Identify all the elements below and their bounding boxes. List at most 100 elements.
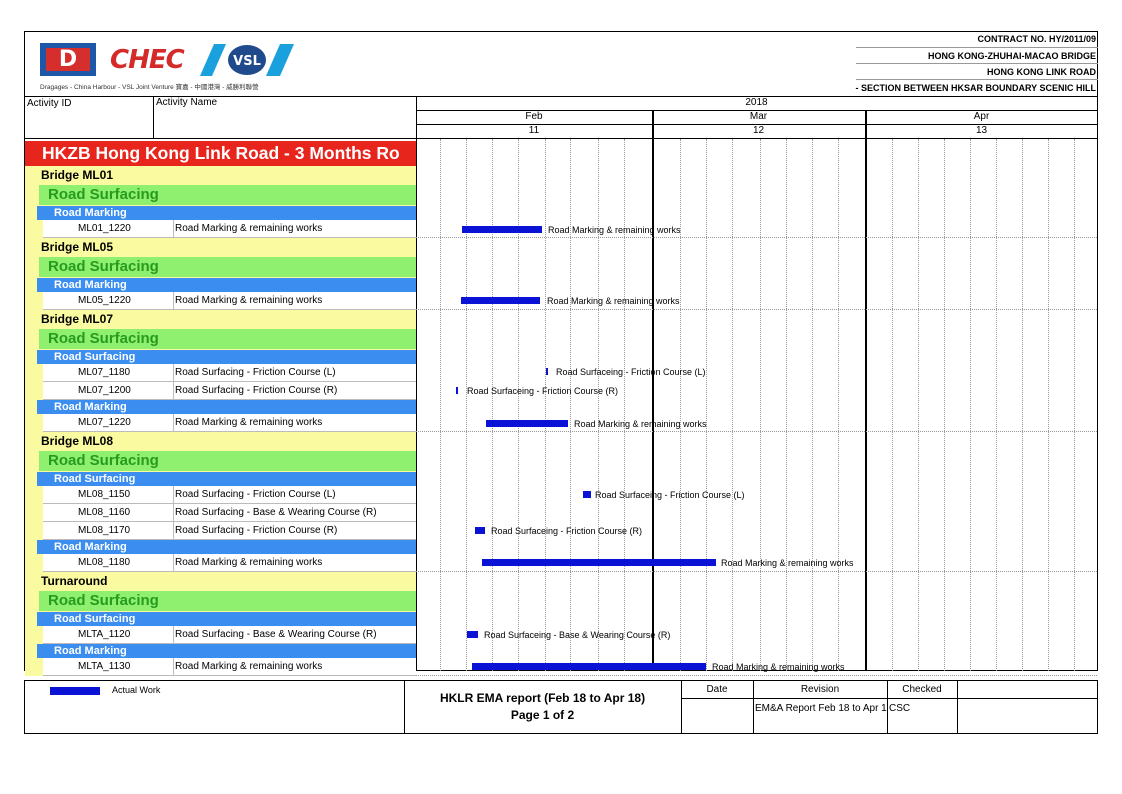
chec-logo: CHEC <box>110 45 185 75</box>
actual-work-bar <box>583 491 591 498</box>
group-label: Road Surfacing <box>39 257 416 277</box>
bar-label: Road Marking & remaining works <box>548 225 681 235</box>
week-11: 11 <box>528 125 540 136</box>
footer-frame <box>24 680 1098 734</box>
actual-work-bar <box>486 420 568 427</box>
subgroup-label: Road Surfacing <box>37 350 416 364</box>
group-label: Road Surfacing <box>39 591 416 611</box>
activity-id-header: Activity ID <box>27 98 72 109</box>
bridge-row: Bridge ML01 <box>25 166 416 184</box>
subgroup-label: Road Surfacing <box>37 612 416 626</box>
subgroup-label: Road Marking <box>37 644 416 658</box>
group-row: Road Surfacing <box>25 184 416 206</box>
grid-line <box>680 139 681 671</box>
row-separator <box>416 309 1097 310</box>
activity-id: ML07_1220 <box>78 417 131 428</box>
grid-line <box>786 139 787 671</box>
activity-name: Road Marking & remaining works <box>173 414 434 432</box>
revision-label: Revision <box>800 684 840 695</box>
month-apr: Apr <box>973 111 990 122</box>
activity-name: Road Marking & remaining works <box>173 658 434 676</box>
grid-line <box>598 139 599 671</box>
grid-line <box>1022 139 1023 671</box>
subgroup-row: Road Marking <box>25 400 416 414</box>
subgroup-row: Road Marking <box>25 206 416 220</box>
subgroup-label: Road Marking <box>37 278 416 292</box>
bridge-row: Bridge ML05 <box>25 238 416 256</box>
grid-line <box>970 139 971 671</box>
activity-name-header: Activity Name <box>156 97 218 108</box>
grid-line <box>760 139 761 671</box>
actual-work-bar <box>456 387 458 394</box>
grid-line <box>706 139 707 671</box>
week-12: 12 <box>752 125 765 136</box>
activity-id: ML07_1180 <box>78 367 131 378</box>
date-label: Date <box>706 684 728 695</box>
grid-line <box>892 139 893 671</box>
grid-line <box>812 139 813 671</box>
actual-work-bar <box>462 226 542 233</box>
actual-work-bar <box>467 631 478 638</box>
sheet-frame <box>24 31 1098 671</box>
grid-line <box>518 139 519 671</box>
group-row: Road Surfacing <box>25 590 416 612</box>
activity-id: ML01_1220 <box>78 223 131 234</box>
grid-line <box>838 139 839 671</box>
checked-value: CSC <box>889 703 911 714</box>
bar-label: Road Marking & remaining works <box>721 558 854 568</box>
bridge-row: Bridge ML07 <box>25 310 416 328</box>
activity-name: Road Marking & remaining works <box>173 554 434 572</box>
logo-caption: Dragages - China Harbour - VSL Joint Ven… <box>40 84 259 91</box>
grid-line <box>466 139 467 671</box>
vsl-logo: VSL <box>200 44 294 76</box>
project-line-2: HONG KONG LINK ROAD <box>987 67 1096 77</box>
report-title: HKLR EMA report (Feb 18 to Apr 18) <box>439 691 646 705</box>
activity-id: ML05_1220 <box>78 295 131 306</box>
bar-label: Road Marking & remaining works <box>547 296 680 306</box>
bar-label: Road Marking & remaining works <box>712 662 845 672</box>
grid-line <box>1048 139 1049 671</box>
project-line-1: HONG KONG-ZHUHAI-MACAO BRIDGE <box>928 51 1096 61</box>
page-number: Page 1 of 2 <box>510 708 575 722</box>
subgroup-row: Road Surfacing <box>25 612 416 626</box>
actual-work-bar <box>482 559 716 566</box>
bridge-row: Bridge ML08 <box>25 432 416 450</box>
bar-label: Road Surfaceing - Friction Course (R) <box>491 526 643 536</box>
group-row: Road Surfacing <box>25 256 416 278</box>
grid-line <box>545 139 546 671</box>
week-13: 13 <box>975 125 988 136</box>
activity-name: Road Surfacing - Base & Wearing Course (… <box>173 504 434 522</box>
grid-line <box>944 139 945 671</box>
subgroup-label: Road Marking <box>37 400 416 414</box>
activity-name: Road Surfacing - Friction Course (L) <box>173 364 434 382</box>
activity-name: Road Surfacing - Base & Wearing Course (… <box>173 626 434 644</box>
checked-label: Checked <box>902 684 942 695</box>
subgroup-row: Road Surfacing <box>25 350 416 364</box>
bar-label: Road Surfaceing - Friction Course (L) <box>556 367 706 377</box>
activity-id: ML08_1150 <box>78 489 131 500</box>
row-separator <box>416 431 1097 432</box>
subgroup-row: Road Marking <box>25 278 416 292</box>
grid-line <box>440 139 441 671</box>
activity-id: MLTA_1120 <box>78 629 131 640</box>
bar-label: Road Surfaceing - Base & Wearing Course … <box>484 630 671 640</box>
grid-line <box>570 139 571 671</box>
subgroup-row: Road Marking <box>25 644 416 658</box>
legend-swatch <box>50 687 100 695</box>
activity-name: Road Surfacing - Friction Course (R) <box>173 522 434 540</box>
project-title-row: HKZB Hong Kong Link Road - 3 Months Ro <box>25 141 416 166</box>
group-label: Road Surfacing <box>39 185 416 205</box>
activity-id: ML08_1180 <box>78 557 131 568</box>
activity-name: Road Surfacing - Friction Course (R) <box>173 382 434 400</box>
activity-name: Road Surfacing - Friction Course (L) <box>173 486 434 504</box>
